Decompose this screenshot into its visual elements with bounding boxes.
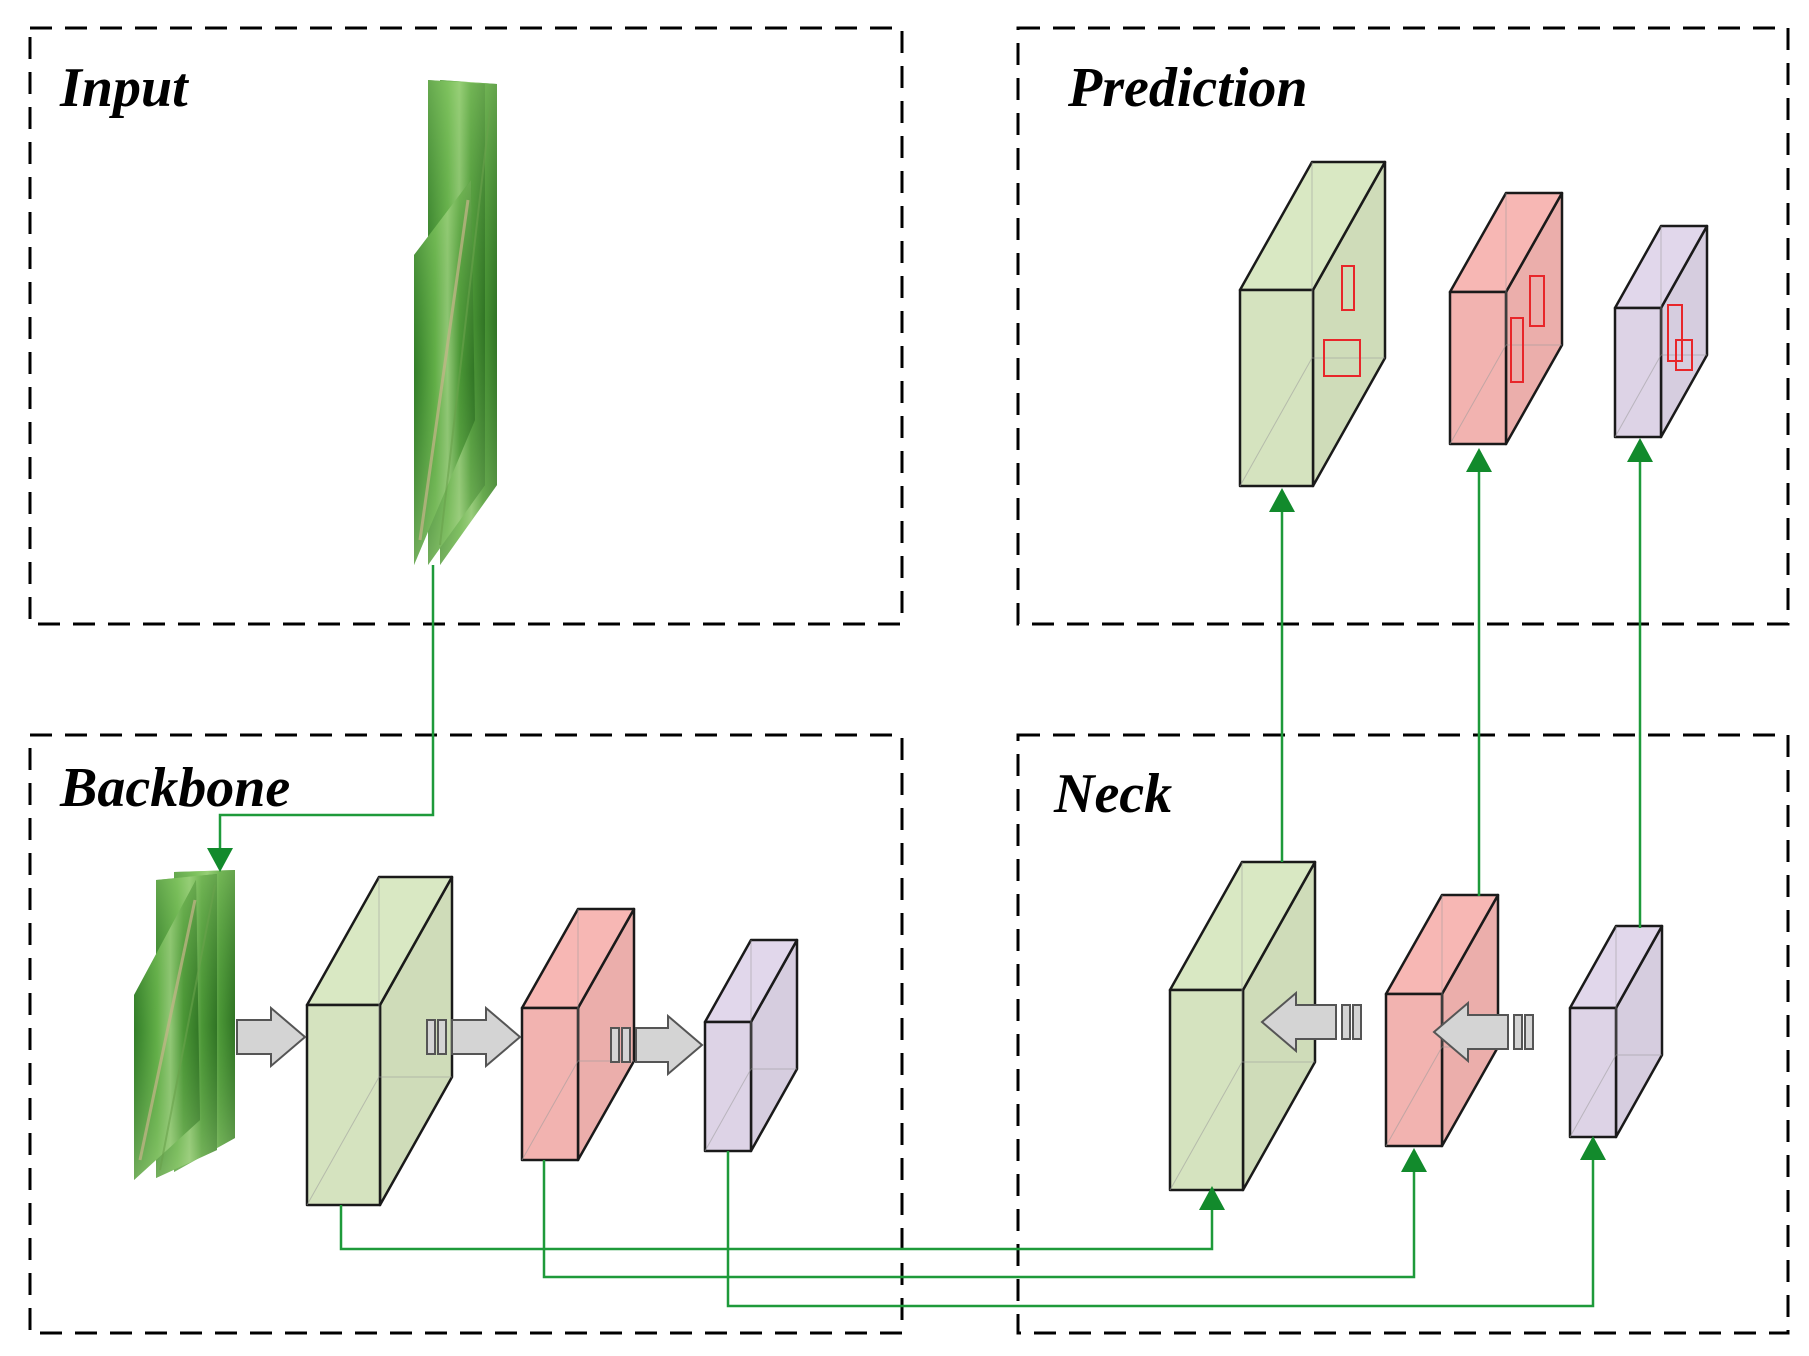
neck-feature-small-front: [1568, 1006, 1618, 1139]
backbone-feature-large-front: [305, 1003, 382, 1207]
flow-arrow-neck-small-to-medium-segment: [1524, 1014, 1534, 1050]
prediction-panel: Prediction: [1016, 26, 1790, 626]
flow-arrow-neck-medium-to-large-segment: [1352, 1004, 1362, 1040]
flow-arrow-neck-medium-to-large-segment: [1341, 1004, 1351, 1040]
backbone-feature-large: [305, 875, 454, 1207]
arrowhead-up-prediction-large: [1269, 488, 1295, 512]
flow-arrow-large-to-medium-segment: [426, 1019, 436, 1055]
backbone-feature-medium: [520, 907, 636, 1162]
feature-maps: [305, 160, 1709, 1207]
flow-arrow-large-to-medium: [426, 1005, 522, 1069]
backbone-panel: Backbone: [28, 733, 904, 1335]
neck-panel: Neck: [1016, 733, 1790, 1335]
flow-arrow-medium-to-small-segment: [610, 1027, 620, 1063]
input-panel: Input: [28, 26, 904, 626]
arrowhead-up-neck-medium: [1401, 1148, 1427, 1172]
flow-arrow-medium-to-small-segment: [621, 1027, 631, 1063]
input-panel-border: [28, 26, 904, 626]
detection-box-medium-2: [1510, 317, 1524, 383]
connector-backbone-medium-to-neck: [542, 1160, 1416, 1279]
neck-panel-title: Neck: [1053, 763, 1172, 825]
detection-box-small-2: [1675, 339, 1693, 371]
backbone-leaf-image-front: [134, 880, 216, 1180]
detection-box-large-1: [1341, 265, 1355, 311]
neck-feature-large-front: [1168, 988, 1245, 1192]
prediction-feature-medium-front: [1448, 290, 1508, 446]
flow-arrow-image-to-large: [236, 1005, 307, 1069]
connector-arrowheads: [207, 438, 1653, 1210]
arrowhead-up-neck-large: [1199, 1186, 1225, 1210]
connector-input-to-backbone: [218, 565, 435, 850]
connector-backbone-large-to-neck: [339, 1205, 1214, 1251]
flow-arrow-neck-small-to-medium: [1432, 1000, 1534, 1064]
detection-boxes: [1323, 265, 1693, 383]
input-leaf-image-front: [414, 109, 491, 565]
input-panel-title: Input: [59, 57, 189, 119]
flow-arrow-image-to-large-shape: [236, 1005, 307, 1069]
backbone-panel-title: Backbone: [59, 757, 290, 819]
connectors: [218, 455, 1642, 1308]
flow-arrow-large-to-medium-shape: [451, 1005, 522, 1069]
prediction-feature-large: [1238, 160, 1387, 488]
flow-arrow-neck-medium-to-large-shape: [1260, 990, 1337, 1054]
backbone-panel-border: [28, 733, 904, 1335]
neck-feature-medium-front: [1384, 992, 1444, 1148]
detection-box-large-2: [1323, 339, 1361, 377]
connector-backbone-small-to-neck: [726, 1151, 1595, 1308]
prediction-feature-medium: [1448, 191, 1564, 446]
flow-arrow-neck-medium-to-large: [1260, 990, 1362, 1054]
prediction-feature-small-front: [1613, 306, 1663, 439]
backbone-feature-medium-front: [520, 1006, 580, 1162]
flow-arrow-medium-to-small: [610, 1013, 704, 1077]
prediction-panel-border: [1016, 26, 1790, 626]
flow-arrow-large-to-medium-segment: [437, 1019, 447, 1055]
arrowhead-down-backbone-input: [207, 848, 233, 872]
arrowhead-up-prediction-medium: [1466, 448, 1492, 472]
neck-feature-small: [1568, 924, 1664, 1139]
flow-arrows: [236, 990, 1534, 1077]
flow-arrow-neck-small-to-medium-segment: [1513, 1014, 1523, 1050]
neck-panel-border: [1016, 733, 1790, 1335]
prediction-feature-large-front: [1238, 288, 1315, 488]
backbone-input-image-stack: [134, 870, 235, 1180]
backbone-feature-small-front: [703, 1020, 753, 1153]
flow-arrow-medium-to-small-shape: [635, 1013, 704, 1077]
arrowhead-up-prediction-small: [1627, 438, 1653, 462]
prediction-panel-title: Prediction: [1067, 57, 1308, 119]
input-image-stack: [414, 80, 497, 565]
arrowhead-up-neck-small: [1580, 1136, 1606, 1160]
flow-arrow-neck-small-to-medium-shape: [1432, 1000, 1509, 1064]
prediction-feature-small: [1613, 224, 1709, 439]
detection-box-medium-1: [1529, 275, 1545, 327]
backbone-feature-small: [703, 938, 799, 1153]
